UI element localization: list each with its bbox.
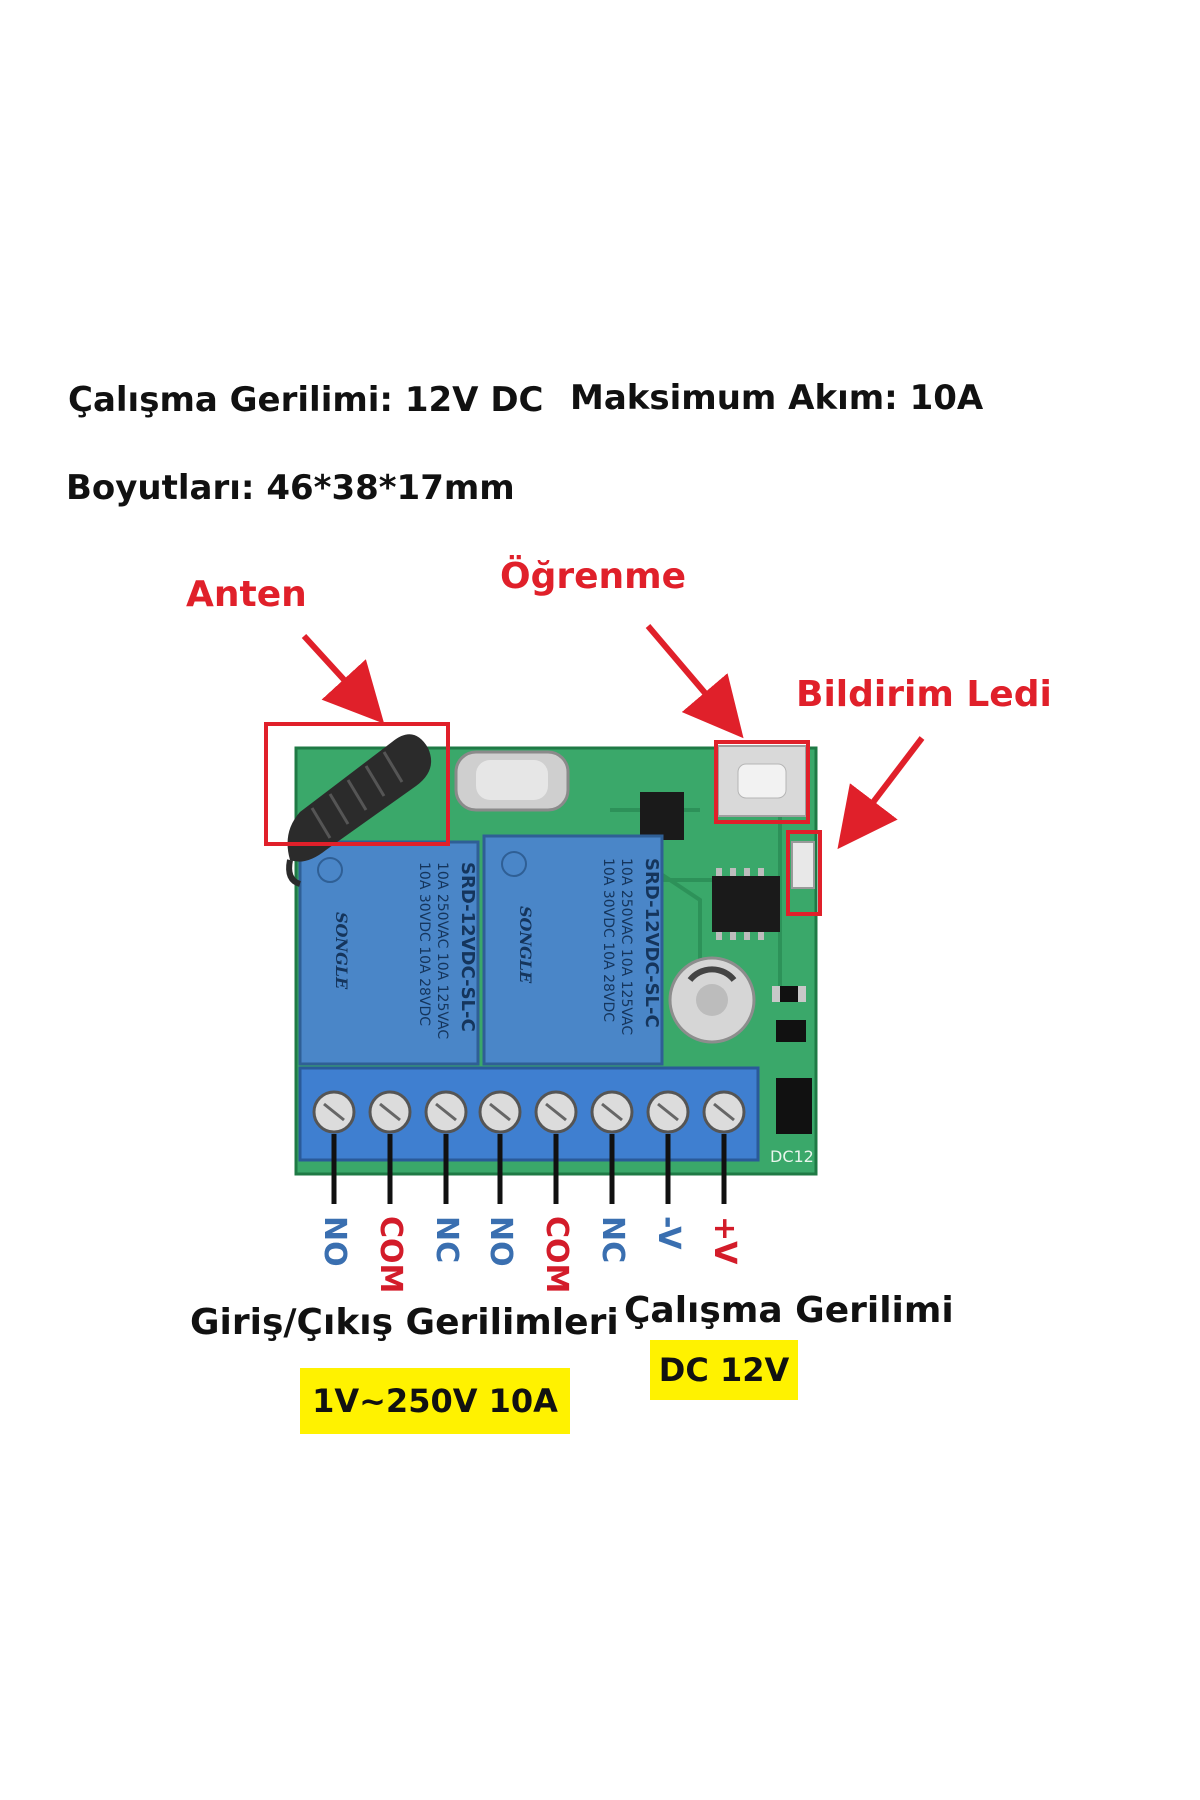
terminal-label: NO — [483, 1216, 518, 1267]
io-title: Giriş/Çıkış Gerilimleri — [190, 1302, 619, 1343]
spec-voltage: Çalışma Gerilimi: 12V DC — [68, 380, 544, 420]
terminal-screw-slot — [435, 1102, 457, 1122]
relay-1: SRD-12VDC-SL-C 10A 250VAC 10A 125VAC 10A… — [298, 840, 480, 1066]
relay-1-rating-2: 10A 30VDC 10A 28VDC — [416, 862, 432, 1026]
ic-chip-small — [640, 792, 684, 840]
terminal-screw-slot — [323, 1102, 345, 1122]
terminal-screw-slot — [601, 1102, 623, 1122]
antenna-coil — [286, 734, 432, 887]
led-arrow — [837, 736, 925, 850]
spec-dimensions: Boyutları: 46*38*17mm — [66, 468, 515, 508]
smd-regulator — [776, 1078, 812, 1134]
callout-antenna: Anten — [186, 574, 307, 615]
learn-arrow — [645, 624, 744, 739]
terminal-screw-slot — [713, 1102, 735, 1122]
terminal-screw-slot — [489, 1102, 511, 1122]
ic-chip — [712, 876, 780, 932]
power-value-highlight: DC 12V — [650, 1340, 798, 1400]
relay-2-rating-2: 10A 30VDC 10A 28VDC — [600, 858, 616, 1022]
led-callout-box — [786, 830, 822, 916]
power-title: Çalışma Gerilimi — [624, 1290, 954, 1331]
relay-2-model: SRD-12VDC-SL-C — [641, 858, 662, 1028]
callout-learn: Öğrenme — [500, 556, 687, 597]
terminal-label: +V — [707, 1216, 742, 1265]
relay-2-brand: SONGLE — [516, 906, 535, 984]
relay-2-rating-1: 10A 250VAC 10A 125VAC — [618, 858, 634, 1035]
status-led — [791, 841, 815, 889]
relay-1-brand: SONGLE — [332, 912, 351, 990]
terminal-screw-slot — [379, 1102, 401, 1122]
board-marking: DC12 — [770, 1147, 814, 1166]
smd-resistor — [772, 986, 806, 1002]
relay-2: SRD-12VDC-SL-C 10A 250VAC 10A 125VAC 10A… — [482, 834, 664, 1066]
antenna-arrow — [301, 633, 385, 724]
terminal-label: COM — [539, 1216, 574, 1294]
terminal-screw-slot — [545, 1102, 567, 1122]
spec-current: Maksimum Akım: 10A — [570, 378, 984, 418]
terminal-label: -V — [651, 1216, 686, 1250]
terminal-label: NO — [317, 1216, 352, 1267]
antenna-callout-box — [264, 722, 450, 846]
terminal-label: COM — [373, 1216, 408, 1294]
relay-1-rating-1: 10A 250VAC 10A 125VAC — [434, 862, 450, 1039]
relay-1-model: SRD-12VDC-SL-C — [457, 862, 478, 1032]
terminal-screw-slot — [657, 1102, 679, 1122]
io-value-highlight: 1V~250V 10A — [300, 1368, 570, 1434]
terminal-label: NC — [429, 1216, 464, 1264]
smd-diode — [776, 1020, 806, 1042]
learn-callout-box — [714, 740, 810, 824]
callout-led: Bildirim Ledi — [796, 674, 1052, 715]
terminal-label: NC — [595, 1216, 630, 1264]
